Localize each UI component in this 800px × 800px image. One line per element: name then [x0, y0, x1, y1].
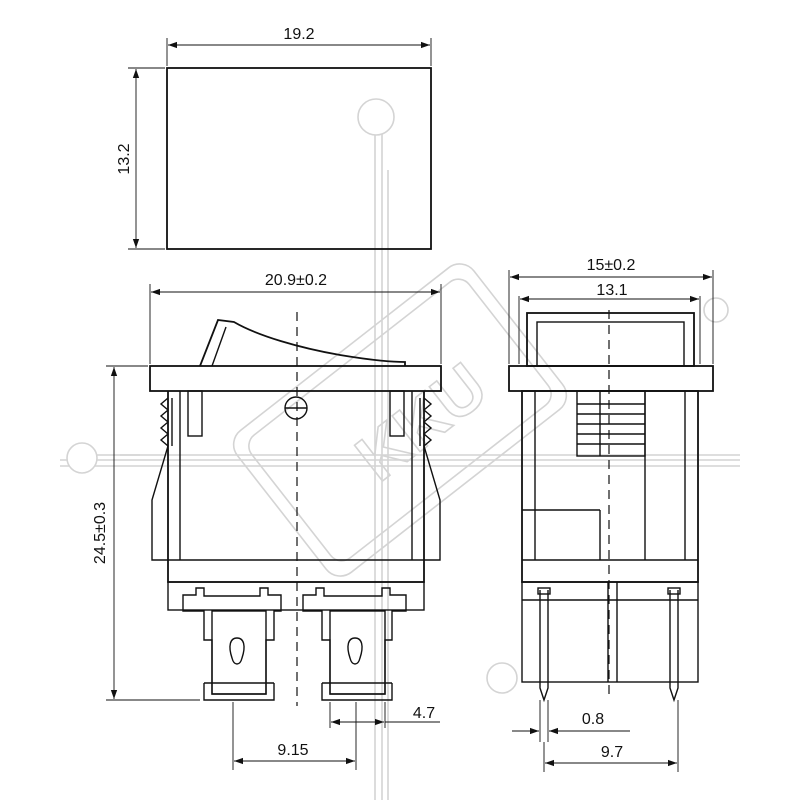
front-view: 20.9±0.2 — [92, 272, 442, 770]
top-view-outline — [166, 67, 432, 250]
pin-thickness-label: 0.8 — [582, 711, 604, 728]
side-actuator — [526, 312, 695, 367]
rocker-actuator — [199, 319, 406, 367]
left-tab — [187, 390, 203, 437]
front-height-label: 24.5±0.3 — [92, 502, 109, 564]
pin-span-label: 9.7 — [601, 744, 623, 761]
side-terminal-block — [521, 581, 699, 683]
watermark: KKU — [60, 98, 740, 800]
terminal-width-label: 4.7 — [413, 705, 435, 722]
top-view: 19.2 13.2 — [116, 26, 432, 250]
front-bezel — [149, 365, 442, 392]
right-snap-latch — [422, 397, 441, 561]
front-width-label: 20.9±0.2 — [265, 272, 327, 289]
side-housing — [521, 390, 699, 583]
right-terminal — [302, 587, 407, 695]
terminal-block — [167, 581, 425, 611]
side-inner-width-label: 13.1 — [596, 282, 627, 299]
left-snap-latch — [151, 397, 170, 561]
side-right-pin — [669, 590, 679, 703]
terminal-pitch-label: 9.15 — [277, 742, 308, 759]
left-terminal-hole — [229, 637, 245, 665]
top-height-label: 13.2 — [116, 143, 133, 174]
left-terminal — [182, 587, 282, 695]
side-bezel — [508, 365, 714, 392]
side-left-pin — [539, 590, 549, 703]
right-terminal-hole — [347, 637, 363, 665]
watermark-text: KKU — [342, 348, 500, 494]
side-view: 15±0.2 13.1 — [508, 257, 714, 772]
right-tab — [389, 390, 405, 437]
top-width-label: 19.2 — [283, 26, 314, 43]
side-width-label: 15±0.2 — [587, 257, 636, 274]
